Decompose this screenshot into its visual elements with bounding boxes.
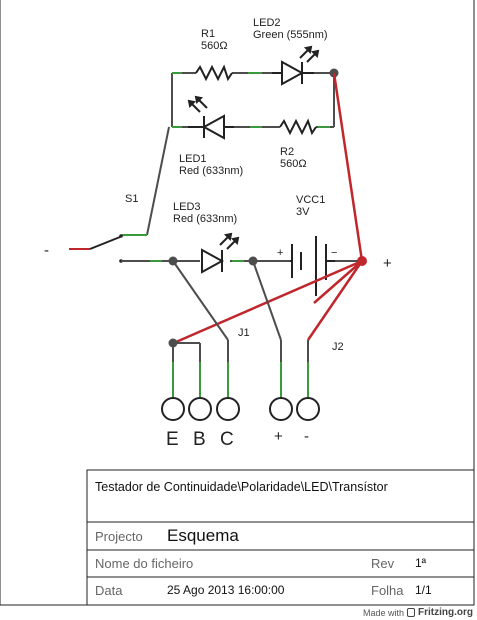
- pin-label-b: B: [193, 429, 206, 450]
- made-with-text: Made with: [362, 607, 404, 618]
- led2-ref: LED2: [253, 17, 281, 29]
- pin-stubs-top: [172, 72, 330, 128]
- filename-label: Nome do ficheiro: [95, 556, 193, 571]
- pin-label-e: E: [166, 429, 179, 450]
- title-block: [86, 469, 475, 606]
- fritzing-logo-icon: [407, 608, 415, 617]
- r2-ref: R2: [280, 146, 294, 158]
- project-value: Esquema: [167, 526, 239, 545]
- project-label: Projecto: [95, 529, 143, 544]
- vcc1-value: 3V: [296, 206, 310, 218]
- led2-value: Green (555nm): [253, 29, 328, 41]
- fritzing-brand-link[interactable]: Fritzing.org: [418, 607, 473, 618]
- switch-s1: [69, 234, 147, 263]
- led1-value: Red (633nm): [179, 165, 243, 177]
- battery-plus-sign: +: [277, 247, 283, 259]
- junction-node-emitter: [168, 338, 178, 348]
- rev-value: 1ª: [415, 556, 427, 570]
- date-label: Data: [95, 583, 123, 598]
- battery-vcc1: [290, 236, 335, 296]
- vcc1-ref: VCC1: [296, 194, 325, 206]
- led2-symbol: [272, 45, 320, 86]
- s1-ref: S1: [125, 193, 138, 205]
- connector-j2: [269, 397, 320, 421]
- resistor-r1: [195, 64, 233, 82]
- battery-minus-sign: −: [331, 247, 337, 259]
- minus-sign-left: -: [44, 242, 49, 259]
- pin-label-minus: -: [304, 428, 309, 445]
- pin-stubs-connectors: [172, 362, 309, 398]
- resistor-r2: [279, 118, 317, 136]
- red-wires: [175, 72, 364, 344]
- r1-ref: R1: [201, 28, 215, 40]
- pin-label-plus: +: [274, 428, 283, 445]
- pin-label-c: C: [220, 429, 234, 450]
- connector-j1: [161, 397, 240, 421]
- date-value: 25 Ago 2013 16:00:00: [167, 583, 285, 597]
- led1-ref: LED1: [179, 153, 207, 165]
- r2-value: 560Ω: [280, 158, 307, 170]
- sheet-label: Folha: [371, 583, 404, 598]
- led1-symbol: [187, 95, 234, 140]
- rev-label: Rev: [371, 556, 395, 571]
- sheet-value: 1/1: [415, 583, 432, 597]
- led3-symbol: [201, 232, 240, 274]
- footer-credit: Made with Fritzing.org: [363, 607, 473, 618]
- junction-node-positive: [357, 256, 367, 266]
- led3-ref: LED3: [173, 201, 201, 213]
- plus-sign-right: +: [383, 255, 392, 272]
- r1-value: 560Ω: [201, 40, 228, 52]
- led3-value: Red (633nm): [173, 213, 237, 225]
- title-block-title: Testador de Continuidade\Polaridade\LED\…: [95, 480, 388, 494]
- j2-ref: J2: [332, 341, 344, 353]
- j1-ref: J1: [238, 327, 250, 339]
